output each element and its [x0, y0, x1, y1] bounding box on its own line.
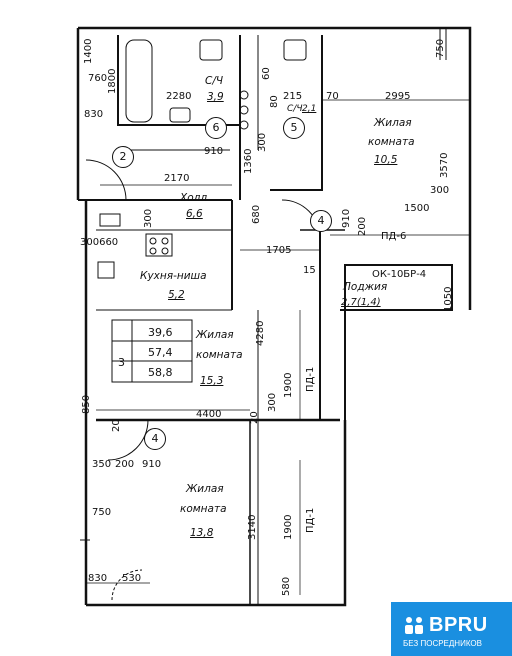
living3-name-line1: Жилая	[186, 483, 224, 495]
dim-300-d: 300	[267, 392, 278, 412]
dim-850: 850	[81, 394, 92, 414]
door-pd6-label: ПД-6	[381, 231, 407, 242]
dim-200-b: 200	[115, 459, 135, 470]
dim-3570: 3570	[439, 152, 450, 178]
door-pd1-bottom-label: ПД-1	[305, 507, 316, 533]
dim-60: 60	[261, 67, 272, 80]
dim-760: 760	[88, 73, 108, 84]
dim-2170: 2170	[164, 173, 190, 184]
kitchen-area: 5,2	[168, 289, 185, 301]
summary-total-area: 57,4	[148, 346, 173, 359]
living1-name-line2: комната	[368, 136, 415, 148]
dim-1705: 1705	[266, 245, 292, 256]
window-ok-label: ОК-10БР-4	[372, 269, 427, 280]
bpru-badge[interactable]: BPRU БЕЗ ПОСРЕДНИКОВ	[391, 602, 512, 656]
badge-brand: BPRU	[429, 614, 488, 636]
dim-910-a: 910	[204, 146, 224, 157]
marker-2: 2	[112, 146, 134, 168]
hall-name: Холл	[180, 192, 208, 204]
dim-20-a: 20	[249, 411, 260, 424]
bathroom-name: С/Ч	[205, 75, 224, 87]
dim-20-b: 20	[111, 419, 122, 432]
dim-1900-b: 1900	[283, 514, 294, 540]
dim-200: 200	[357, 216, 368, 236]
dim-1050: 1050	[443, 286, 454, 312]
people-icon	[405, 617, 423, 634]
dim-300-b: 300	[430, 185, 450, 196]
dim-4400: 4400	[196, 409, 222, 420]
summary-total-with-loggia: 58,8	[148, 366, 173, 379]
toilet-name: С/Ч	[287, 104, 303, 114]
dim-910-c: 910	[142, 459, 162, 470]
dim-1900-a: 1900	[283, 372, 294, 398]
hall-area: 6,6	[186, 208, 203, 220]
dim-750-top: 750	[435, 38, 446, 58]
dim-300-a: 300	[257, 132, 268, 152]
loggia-area: 2,7(1,4)	[341, 297, 381, 308]
dim-1360: 1360	[243, 148, 254, 174]
living3-name-line2: комната	[180, 503, 227, 515]
dim-2280: 2280	[166, 91, 192, 102]
living2-name-line2: комната	[196, 349, 243, 361]
dim-580: 580	[281, 576, 292, 596]
dim-530: 530	[122, 573, 142, 584]
dim-3140: 3140	[247, 514, 258, 540]
marker-6: 6	[205, 117, 227, 139]
living3-area: 13,8	[190, 527, 214, 539]
dim-680: 680	[251, 204, 262, 224]
living2-area: 15,3	[200, 375, 224, 387]
dim-350: 350	[92, 459, 112, 470]
door-pd1-top-label: ПД-1	[305, 366, 316, 392]
dim-1500: 1500	[404, 203, 430, 214]
dim-15: 15	[303, 265, 316, 276]
marker-5: 5	[283, 117, 305, 139]
dim-300-c: 300	[143, 208, 154, 228]
dim-4280: 4280	[255, 320, 266, 346]
dim-830-top: 830	[84, 109, 104, 120]
living1-name-line1: Жилая	[374, 117, 412, 129]
dim-910-b: 910	[341, 208, 352, 228]
dim-1400: 1400	[83, 38, 94, 64]
summary-living-area: 39,6	[148, 326, 173, 339]
dim-80: 80	[269, 95, 280, 108]
dim-300660: 300660	[80, 237, 119, 248]
marker-4-top: 4	[310, 210, 332, 232]
kitchen-name: Кухня-ниша	[140, 270, 207, 282]
dim-750-bottom: 750	[92, 507, 112, 518]
bathroom-area: 3,9	[207, 91, 224, 103]
dim-215: 215	[283, 91, 303, 102]
living2-name-line1: Жилая	[196, 329, 234, 341]
dim-1800: 1800	[107, 68, 118, 94]
summary-rooms-count: 3	[118, 356, 125, 369]
badge-tagline: БЕЗ ПОСРЕДНИКОВ	[403, 639, 482, 648]
dim-70: 70	[326, 91, 339, 102]
marker-4-bottom: 4	[144, 428, 166, 450]
toilet-area: 2,1	[302, 104, 317, 114]
loggia-name: Лоджия	[343, 281, 388, 293]
dim-830-bottom: 830	[88, 573, 108, 584]
living1-area: 10,5	[374, 154, 398, 166]
dim-2995: 2995	[385, 91, 411, 102]
